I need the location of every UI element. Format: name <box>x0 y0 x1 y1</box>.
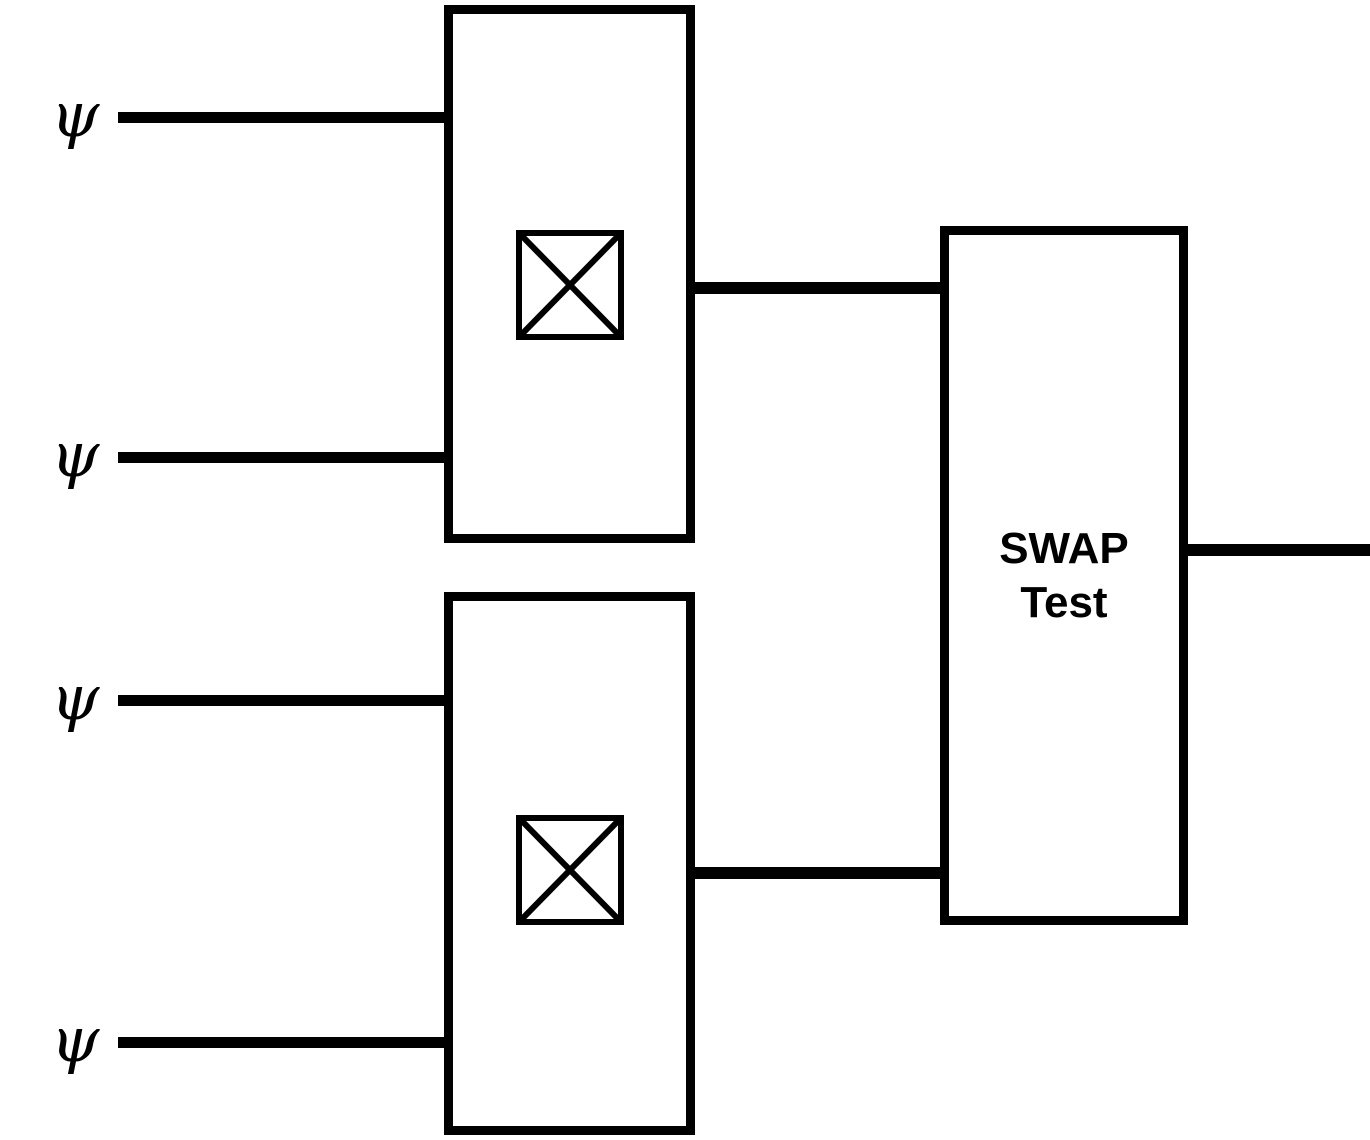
qubit-wire-1 <box>118 112 448 123</box>
connector-top <box>695 282 945 294</box>
qubit-wire-2 <box>118 452 448 463</box>
qubit-label-3: ψ <box>50 661 100 734</box>
qubit-wire-4 <box>118 1037 448 1048</box>
encoder-block-top[interactable] <box>444 5 695 543</box>
qubit-label-4: ψ <box>50 1003 100 1076</box>
swap-test-block[interactable]: SWAP Test <box>940 226 1188 925</box>
swap-test-label: SWAP Test <box>999 523 1129 627</box>
qubit-label-2: ψ <box>50 418 100 491</box>
qubit-label-1: ψ <box>50 78 100 151</box>
output-wire <box>1188 544 1370 556</box>
qubit-wire-3 <box>118 695 448 706</box>
crossed-box-icon <box>516 815 624 925</box>
crossed-box-icon <box>516 230 624 340</box>
connector-bottom <box>695 867 945 879</box>
